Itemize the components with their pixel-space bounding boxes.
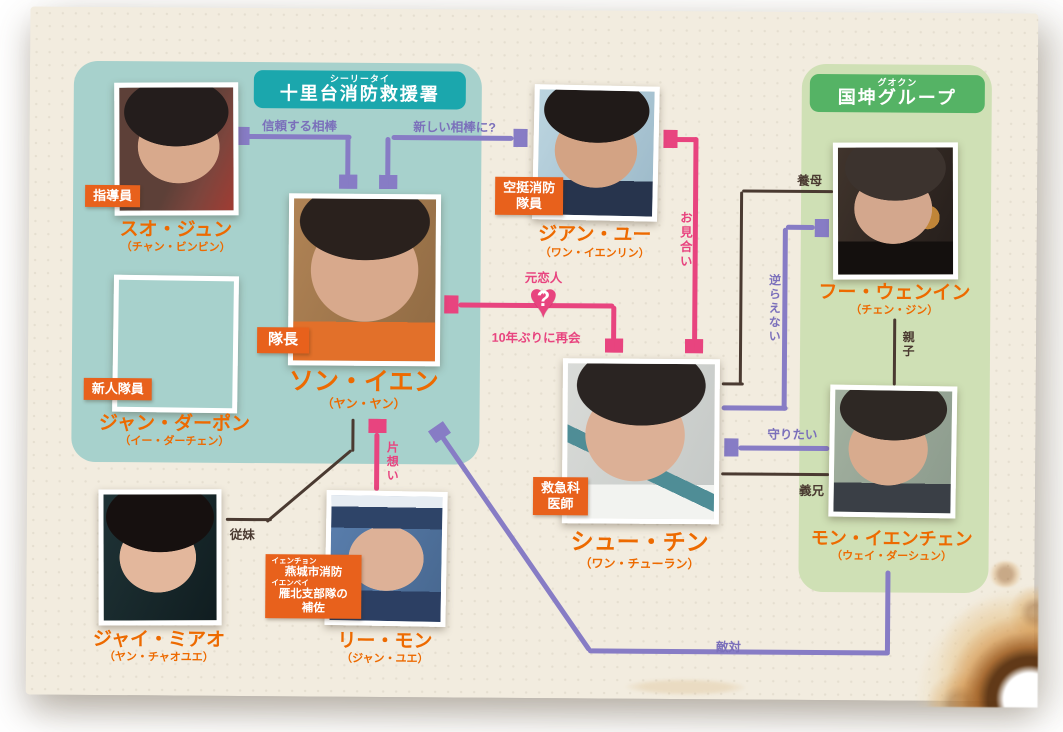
arrow-hostility — [30, 6, 1038, 656]
label-brother-in-law: 義兄 — [799, 483, 825, 499]
arrow-segment — [247, 134, 352, 140]
label-unrequited-love: 片想い — [385, 440, 400, 484]
line-segment — [738, 191, 744, 386]
label-reunited: 10年ぶりに再会 — [491, 330, 581, 346]
arrow-segment — [738, 445, 830, 452]
arrow-cannot-disobey — [30, 6, 1038, 411]
role-tag-suo-jun: 指導員 — [85, 184, 141, 208]
arrowhead — [444, 295, 459, 314]
portrait-zhai-miao — [98, 489, 222, 626]
label-hostility: 敵対 — [715, 640, 742, 655]
arrowhead — [663, 129, 678, 149]
actor-name-xu-qin: （ワン・チューラン） — [579, 556, 700, 572]
scorch-spot — [988, 561, 1023, 588]
character-name-suo-jun: スオ・ジュン — [119, 219, 233, 241]
arrowhead — [685, 339, 704, 354]
actor-name-song-yan: （ヤン・ヤン） — [321, 396, 406, 412]
label-ex-lovers: 元恋人 — [524, 270, 563, 286]
arrowhead — [368, 418, 387, 433]
character-name-xu-qin: シュー・チン — [570, 528, 709, 556]
arrow-trusted-partner — [30, 6, 1038, 189]
line-segment — [351, 418, 355, 452]
portrait-fu-wenying — [832, 142, 959, 280]
role-tag-jiang-dapeng: 新人隊員 — [83, 377, 152, 401]
line-segment — [225, 517, 272, 522]
portrait-song-yan — [287, 193, 442, 367]
arrow-segment — [884, 570, 891, 654]
actor-name-jiang-dapeng: （イー・ダーチェン） — [119, 435, 230, 448]
arrowhead — [814, 218, 829, 238]
label-parent-child: 親子 — [900, 330, 916, 359]
arrow-segment — [721, 405, 788, 411]
arrow-segment — [391, 135, 514, 141]
label-cousin: 従妹 — [229, 527, 255, 543]
badge-fire-station: シーリータイ 十里台消防救援署 — [253, 70, 466, 110]
line-parent-child — [892, 318, 897, 386]
arrow-segment — [385, 136, 391, 178]
arrow-want-to-protect — [30, 6, 1038, 457]
role-tag-xu-qin: 救急科 医師 — [532, 477, 589, 516]
paper: シーリータイ 十里台消防救援署 グオクン 国坤グループ 信頼する相棒 新しい相棒… — [25, 6, 1040, 708]
label-want-to-protect: 守りたい — [767, 427, 818, 442]
arrowhead — [379, 174, 398, 190]
actor-name-fu-wenying: （チェン・ジン） — [850, 304, 939, 317]
character-name-meng-yanchen: モン・イエンチェン — [810, 527, 973, 550]
role-tag-song-yan: 隊長 — [256, 327, 310, 354]
label-adoptive-mother: 養母 — [797, 173, 823, 189]
actor-name-li-meng: （ジャン・ユエ） — [341, 652, 429, 666]
arrow-segment — [345, 136, 351, 177]
badge-guokun: グオクン 国坤グループ — [809, 73, 985, 114]
line-cousin — [30, 6, 1038, 524]
label-new-partner: 新しい相棒に? — [413, 120, 496, 135]
character-name-jiang-dapeng: ジャン・ダーポン — [98, 412, 251, 436]
character-name-jiang-yu: ジアン・ユー — [538, 224, 652, 246]
role-tag-jiang-yu: 空挺消防 隊員 — [494, 176, 564, 216]
line-adoptive-mother — [30, 6, 1038, 386]
role-tag-li-meng: イェンチョン 燕城市消防 イエンベイ 雁北支部隊の 補佐 — [265, 554, 362, 619]
arrowhead — [724, 438, 739, 457]
character-name-song-yan: ソン・イエン — [288, 367, 439, 397]
label-cannot-disobey: 逆らえない — [767, 273, 782, 344]
arrowhead — [339, 174, 358, 189]
arrow-omiai — [30, 6, 1038, 354]
stain — [625, 678, 746, 696]
arrow-segment — [785, 224, 815, 230]
actor-name-jiang-yu: （ワン・イエンリン） — [539, 247, 650, 260]
badge-guokun-title: 国坤グループ — [837, 87, 957, 108]
label-trusted-partner: 信頼する相棒 — [262, 119, 338, 134]
arrow-unrequited-love — [30, 6, 1038, 491]
character-name-fu-wenying: フー・ウェンイン — [818, 281, 971, 305]
badge-fire-station-title: 十里台消防救援署 — [279, 83, 440, 105]
actor-name-zhai-miao: （ヤン・チャオユエ） — [103, 651, 214, 664]
character-name-zhai-miao: ジャイ・ミアオ — [92, 628, 226, 651]
arrow-ex-lovers — [30, 6, 1038, 353]
actor-name-suo-jun: （チャン・ビンビン） — [120, 241, 231, 254]
arrow-segment — [374, 432, 380, 491]
arrow-new-partner — [30, 6, 1038, 190]
line-segment — [742, 189, 834, 194]
line-brother-in-law — [721, 472, 830, 477]
character-name-li-meng: リー・モン — [337, 630, 433, 653]
actor-name-meng-yanchen: （ウェイ・ダーシュン） — [831, 550, 953, 563]
portrait-meng-yanchen — [828, 384, 958, 519]
